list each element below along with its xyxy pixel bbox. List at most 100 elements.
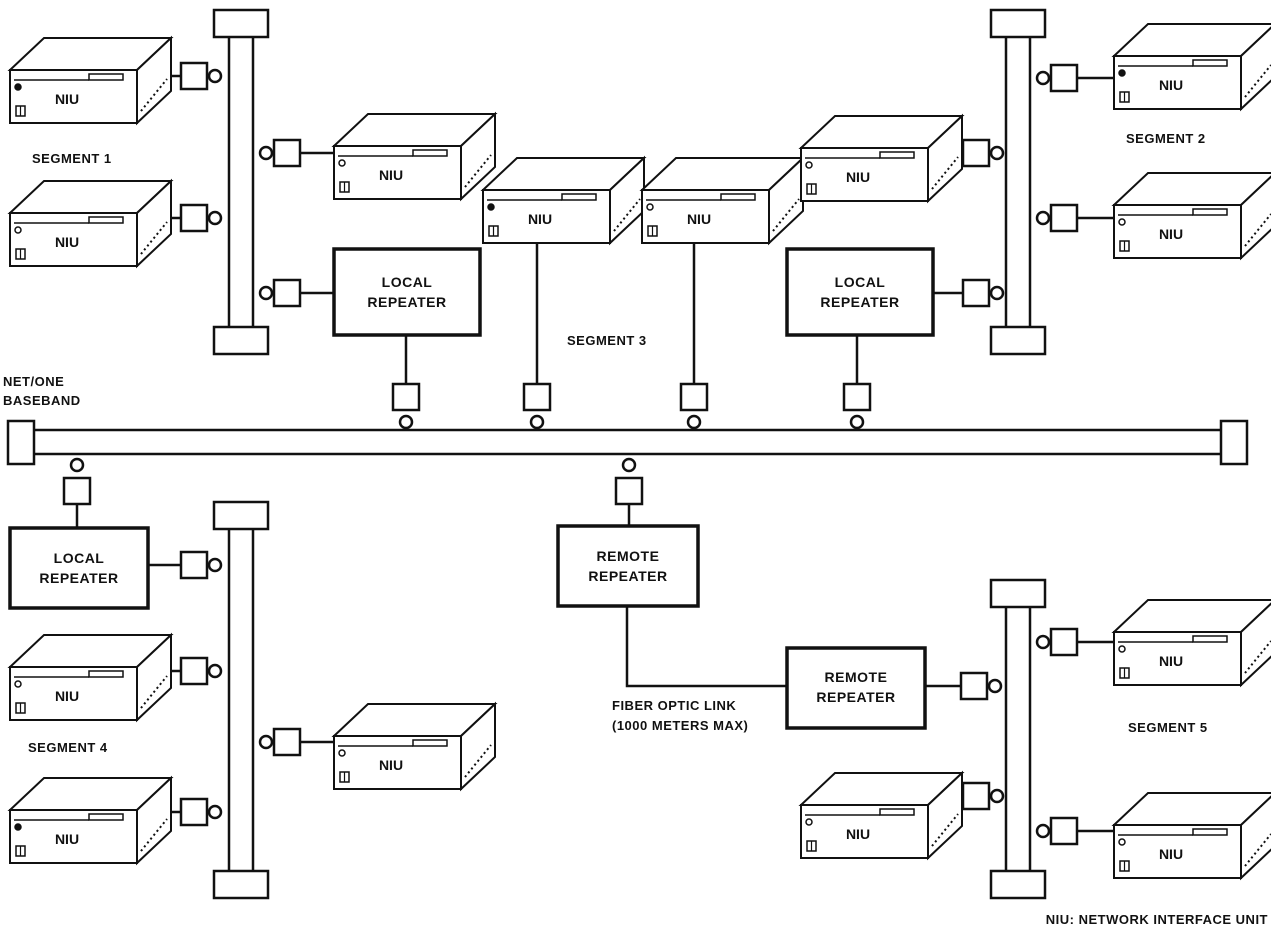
niu-vent [931, 813, 959, 847]
segment-1-terminator-bottom [212, 325, 270, 356]
transceiver [1035, 816, 1114, 846]
niu-label: NIU [1159, 846, 1183, 862]
niu-label: NIU [379, 167, 403, 183]
transceiver [1035, 627, 1114, 657]
transceiver [147, 656, 223, 686]
niu-label: NIU [528, 211, 552, 227]
transceiver [522, 232, 552, 430]
transceiver [842, 336, 872, 430]
transceiver [258, 278, 333, 308]
niu-vent [1244, 640, 1271, 674]
fiber-link-label: FIBER OPTIC LINK [612, 698, 736, 713]
niu-front-face [9, 809, 138, 864]
niu-drive-slot [412, 739, 448, 747]
niu-indicator-icon [805, 818, 813, 826]
niu-label: NIU [55, 688, 79, 704]
niu-vent [1244, 64, 1271, 98]
niu-front-face [333, 145, 462, 200]
niu-computer: NIU [7, 632, 174, 723]
niu-drive-slot [879, 151, 915, 159]
segment-1-label: SEGMENT 1 [32, 151, 112, 166]
niu-label: NIU [55, 91, 79, 107]
transceiver [1035, 203, 1114, 233]
local-repeater-segment-4 [8, 526, 150, 610]
niu-vent [140, 221, 168, 255]
niu-indicator-icon [1118, 218, 1126, 226]
niu-label: NIU [1159, 226, 1183, 242]
segment-1-terminator-top [212, 8, 270, 39]
niu-drive-slot [1192, 635, 1228, 643]
niu-indicator-icon [14, 823, 22, 831]
segment-4-bus [212, 500, 270, 900]
niu-vent [140, 675, 168, 709]
niu-indicator-icon [1118, 645, 1126, 653]
niu-indicator-icon [805, 161, 813, 169]
backbone-label: BASEBAND [3, 393, 81, 408]
niu-vent [613, 198, 641, 232]
legend-label: NIU: NETWORK INTERFACE UNIT [1046, 912, 1268, 927]
segment-5-label: SEGMENT 5 [1128, 720, 1208, 735]
niu-vent [1244, 213, 1271, 247]
niu-indicator-icon [487, 203, 495, 211]
repeater-label: REPEATER [820, 294, 899, 310]
niu-vent [464, 744, 492, 778]
niu-drive-slot [561, 193, 597, 201]
backbone-terminator-right [1219, 419, 1249, 466]
niu-vent [1244, 833, 1271, 867]
niu-drive-slot [720, 193, 756, 201]
transceiver [258, 727, 333, 757]
niu-computer: NIU [480, 155, 647, 246]
transceiver [147, 203, 223, 233]
niu-drive-slot [88, 216, 124, 224]
niu-indicator-icon [646, 203, 654, 211]
transceiver [391, 336, 421, 430]
baseband-backbone [6, 419, 1249, 466]
niu-computer: NIU [7, 35, 174, 126]
segment-2-terminator-top [989, 8, 1047, 39]
niu-drive-slot [1192, 59, 1228, 67]
segment-3-label: SEGMENT 3 [567, 333, 647, 348]
niu-indicator-icon [1118, 69, 1126, 77]
niu-indicator-icon [338, 749, 346, 757]
connection-lines [625, 606, 787, 688]
niu-computer: NIU [331, 111, 498, 202]
remote-repeater-segment-5 [785, 646, 927, 730]
niu-label: NIU [687, 211, 711, 227]
transceiver [258, 138, 333, 168]
niu-label: NIU [379, 757, 403, 773]
fiber-optic-link [625, 606, 787, 688]
niu-label: NIU [55, 234, 79, 250]
niu-drive-slot [88, 73, 124, 81]
transceiver [62, 457, 92, 528]
transceiver [149, 550, 223, 580]
niu-label: NIU [1159, 653, 1183, 669]
niu-drive-slot [879, 808, 915, 816]
niu-computer: NIU [1111, 599, 1271, 688]
niu-computer: NIU [7, 178, 174, 269]
segment-1-bus [212, 8, 270, 356]
niu-vent [931, 156, 959, 190]
niu-indicator-icon [14, 226, 22, 234]
local-repeater-segment-2 [785, 247, 935, 337]
repeater-label: LOCAL [835, 274, 886, 290]
repeater-label: REPEATER [816, 689, 895, 705]
niu-computer: NIU [798, 113, 965, 204]
segment-5-bus [989, 578, 1047, 900]
niu-indicator-icon [338, 159, 346, 167]
repeater-label: REPEATER [39, 570, 118, 586]
niu-drive-slot [88, 670, 124, 678]
repeater-label: REPEATER [588, 568, 667, 584]
repeater-label: REPEATER [367, 294, 446, 310]
segment-2-bus [989, 8, 1047, 356]
repeater-label: REMOTE [825, 669, 888, 685]
niu-label: NIU [846, 826, 870, 842]
transceiver [925, 671, 1003, 701]
transceiver [929, 278, 1005, 308]
niu-computer: NIU [798, 770, 965, 861]
niu-drive-slot [412, 149, 448, 157]
segment-2-terminator-bottom [989, 325, 1047, 356]
niu-indicator-icon [14, 680, 22, 688]
repeater-label: REMOTE [597, 548, 660, 564]
